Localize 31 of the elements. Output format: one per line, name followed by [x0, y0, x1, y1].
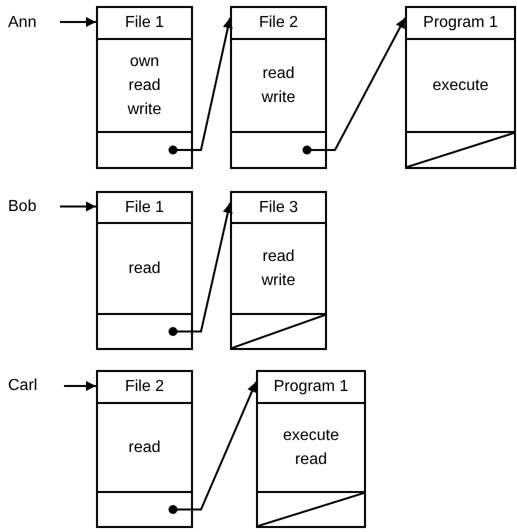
- object-name: Program 1: [274, 378, 348, 396]
- object-name: File 3: [258, 198, 298, 216]
- pointer-arrow: [168, 202, 233, 336]
- arrow: [60, 17, 96, 27]
- capability-list-cell: [96, 191, 193, 350]
- access-rights: read write: [262, 64, 296, 108]
- subject-name: Bob: [8, 198, 36, 216]
- access-rights: read: [128, 258, 161, 278]
- capability-list-cell: [405, 6, 516, 169]
- object-name: File 1: [124, 198, 164, 216]
- access-rights: execute: [432, 76, 489, 96]
- access-rights: execute read: [282, 426, 340, 470]
- capability-list-cell: [256, 370, 366, 528]
- access-rights: own read write: [128, 52, 162, 120]
- arrow: [60, 202, 96, 212]
- pointer-arrow: [168, 382, 257, 514]
- object-name: File 2: [124, 378, 164, 396]
- access-rights: read write: [262, 246, 296, 290]
- object-name: File 1: [124, 14, 164, 32]
- object-name: File 2: [258, 14, 298, 32]
- pointer-arrow: [168, 18, 233, 154]
- subject-name: Carl: [8, 377, 38, 395]
- capability-list-cell: [230, 6, 327, 169]
- pointer-arrow: [302, 18, 406, 154]
- object-name: Program 1: [423, 14, 498, 32]
- subject-name: Ann: [8, 14, 36, 32]
- capability-list-cell: [96, 6, 193, 169]
- access-rights: read: [128, 438, 161, 458]
- capability-list-cell: [230, 191, 327, 350]
- arrow: [64, 381, 96, 391]
- capability-list-cell: [96, 370, 193, 528]
